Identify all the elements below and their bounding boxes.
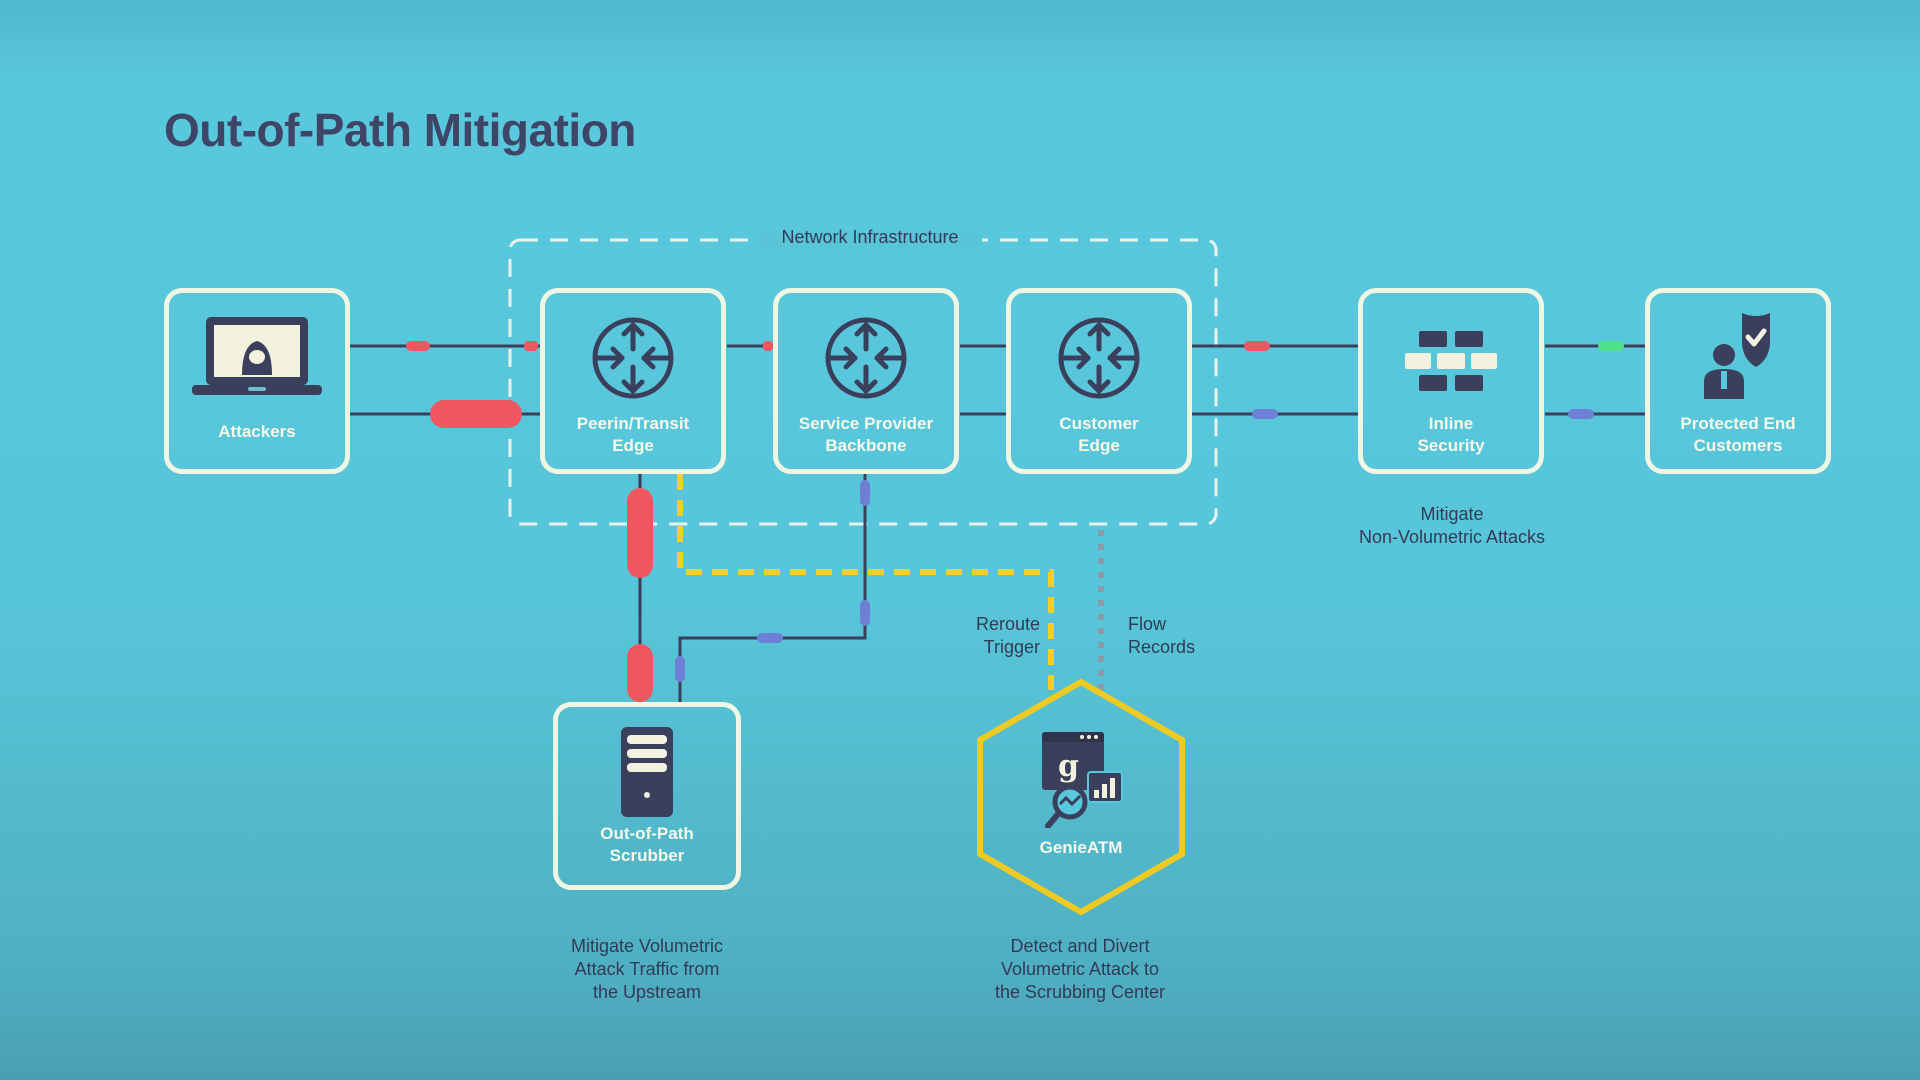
clean-return-packet xyxy=(860,600,870,626)
firewall-bricks-icon xyxy=(1405,331,1497,398)
detect-divert-label: Detect and Divert Volumetric Attack to t… xyxy=(994,936,1166,1002)
safe-packet xyxy=(1598,341,1624,351)
router-icon xyxy=(590,315,676,406)
customer-edge-node[interactable]: Customer Edge xyxy=(1006,288,1192,474)
attackers-label: Attackers xyxy=(218,422,296,441)
diverted-attack-traffic xyxy=(627,488,653,578)
clean-return-packet xyxy=(675,656,685,682)
inline-security-label: Inline Security xyxy=(1417,414,1485,455)
clean-return-packet xyxy=(860,480,870,506)
clean-packet xyxy=(1568,409,1594,419)
page-title: Out-of-Path Mitigation xyxy=(164,104,636,156)
attack-packet xyxy=(763,341,773,351)
hacker-laptop-icon xyxy=(192,315,322,406)
attack-packet xyxy=(524,341,538,351)
reroute-trigger-path xyxy=(677,474,1054,690)
attack-packet xyxy=(406,341,430,351)
user-shield-check-icon xyxy=(1688,307,1788,412)
peering-transit-edge-label: Peerin/Transit Edge xyxy=(576,414,690,455)
peering-transit-edge-node[interactable]: Peerin/Transit Edge xyxy=(540,288,726,474)
flow-records-label: Flow Records xyxy=(1128,614,1196,657)
attackers-node[interactable]: Attackers xyxy=(164,288,350,474)
genieatm-node[interactable]: g GenieATM xyxy=(976,678,1186,916)
attack-packet xyxy=(1244,341,1270,351)
inline-security-node[interactable]: Inline Security xyxy=(1358,288,1544,474)
out-of-path-scrubber-label: Out-of-Path Scrubber xyxy=(600,824,694,865)
mitigate-non-volumetric-label: Mitigate Non-Volumetric Attacks xyxy=(1358,504,1546,547)
clean-return-packet xyxy=(757,633,783,643)
network-infrastructure-label: Network Infrastructure xyxy=(781,227,959,247)
server-icon xyxy=(619,727,675,822)
protected-end-customers-node[interactable]: Protected End Customers xyxy=(1645,288,1831,474)
router-icon xyxy=(823,315,909,406)
out-of-path-scrubber-node[interactable]: Out-of-Path Scrubber xyxy=(553,702,741,890)
clean-packet xyxy=(1252,409,1278,419)
router-icon xyxy=(1056,315,1142,406)
attack-flood xyxy=(430,400,522,428)
mitigate-volumetric-label: Mitigate Volumetric Attack Traffic from … xyxy=(570,936,724,1002)
svg-text:g: g xyxy=(1058,749,1079,784)
protected-end-customers-label: Protected End Customers xyxy=(1680,414,1796,455)
genieatm-analytics-icon: g xyxy=(1036,732,1126,833)
service-provider-backbone-label: Service Provider Backbone xyxy=(798,414,934,455)
diverted-attack-traffic xyxy=(627,644,653,702)
genieatm-label: GenieATM xyxy=(1039,838,1123,857)
reroute-trigger-label: Reroute Trigger xyxy=(975,614,1040,657)
customer-edge-label: Customer Edge xyxy=(1059,414,1139,455)
service-provider-backbone-node[interactable]: Service Provider Backbone xyxy=(773,288,959,474)
